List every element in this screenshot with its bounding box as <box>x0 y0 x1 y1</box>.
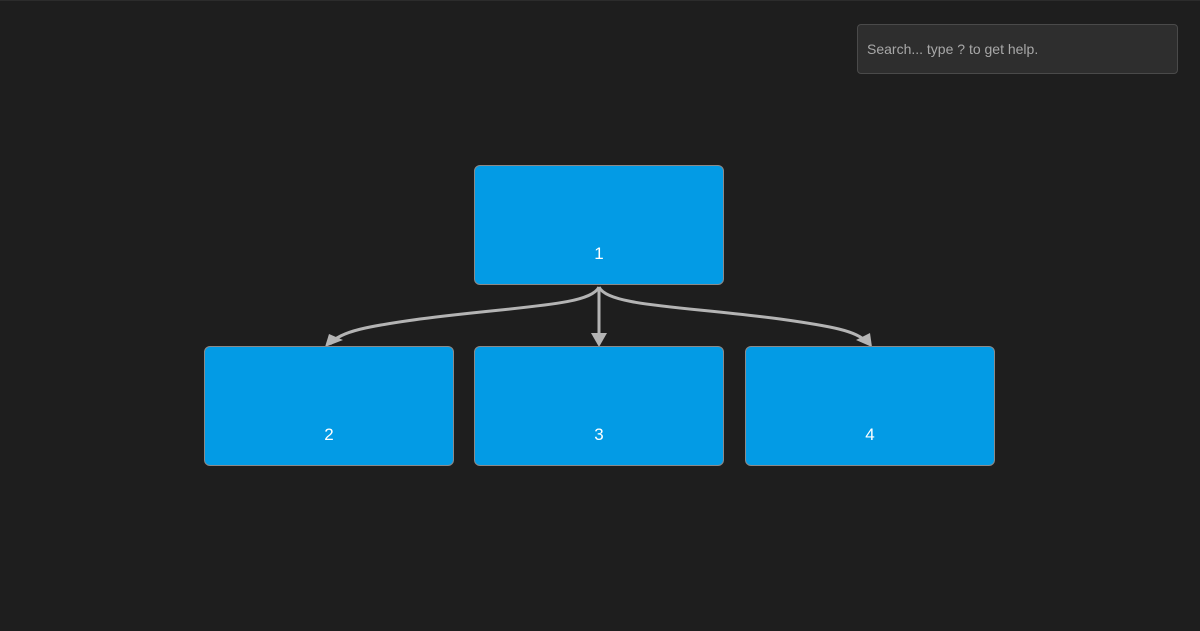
search-box <box>857 24 1178 74</box>
edge-1-2[interactable] <box>328 286 601 346</box>
node-1[interactable]: 1 <box>474 165 724 285</box>
search-input[interactable] <box>858 25 1177 73</box>
node-label: 4 <box>865 425 875 444</box>
edge-1-4[interactable] <box>597 286 868 344</box>
node-3[interactable]: 3 <box>474 346 724 466</box>
node-2[interactable]: 2 <box>204 346 454 466</box>
node-4[interactable]: 4 <box>745 346 995 466</box>
arrowhead-icon <box>591 333 607 347</box>
node-label: 3 <box>594 425 604 444</box>
arrowhead-icon <box>856 333 872 347</box>
node-label: 2 <box>324 425 334 444</box>
node-label: 1 <box>594 244 604 263</box>
